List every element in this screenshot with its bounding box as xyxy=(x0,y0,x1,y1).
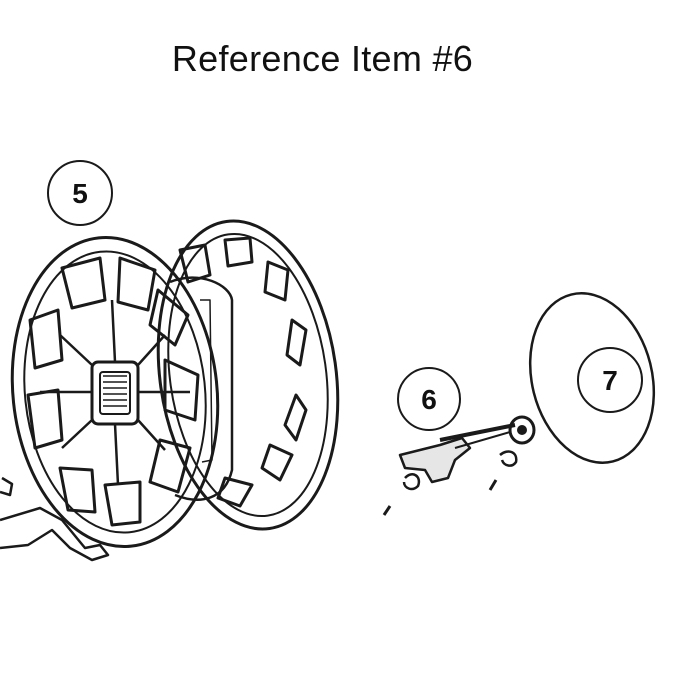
crank-axle-assembly xyxy=(382,415,536,516)
base-stand-fragment xyxy=(0,476,110,562)
drum-core xyxy=(169,276,234,501)
front-flange xyxy=(10,235,220,549)
end-cap-disc xyxy=(528,292,656,464)
callout-7: 7 xyxy=(577,347,643,413)
callout-5: 5 xyxy=(47,160,113,226)
callout-label: 5 xyxy=(72,178,88,209)
callout-label: 6 xyxy=(421,384,437,415)
hose-reel-drum xyxy=(0,219,340,562)
page-title: Reference Item #6 xyxy=(171,38,474,79)
callout-6: 6 xyxy=(397,367,461,431)
callout-label: 7 xyxy=(602,365,618,396)
